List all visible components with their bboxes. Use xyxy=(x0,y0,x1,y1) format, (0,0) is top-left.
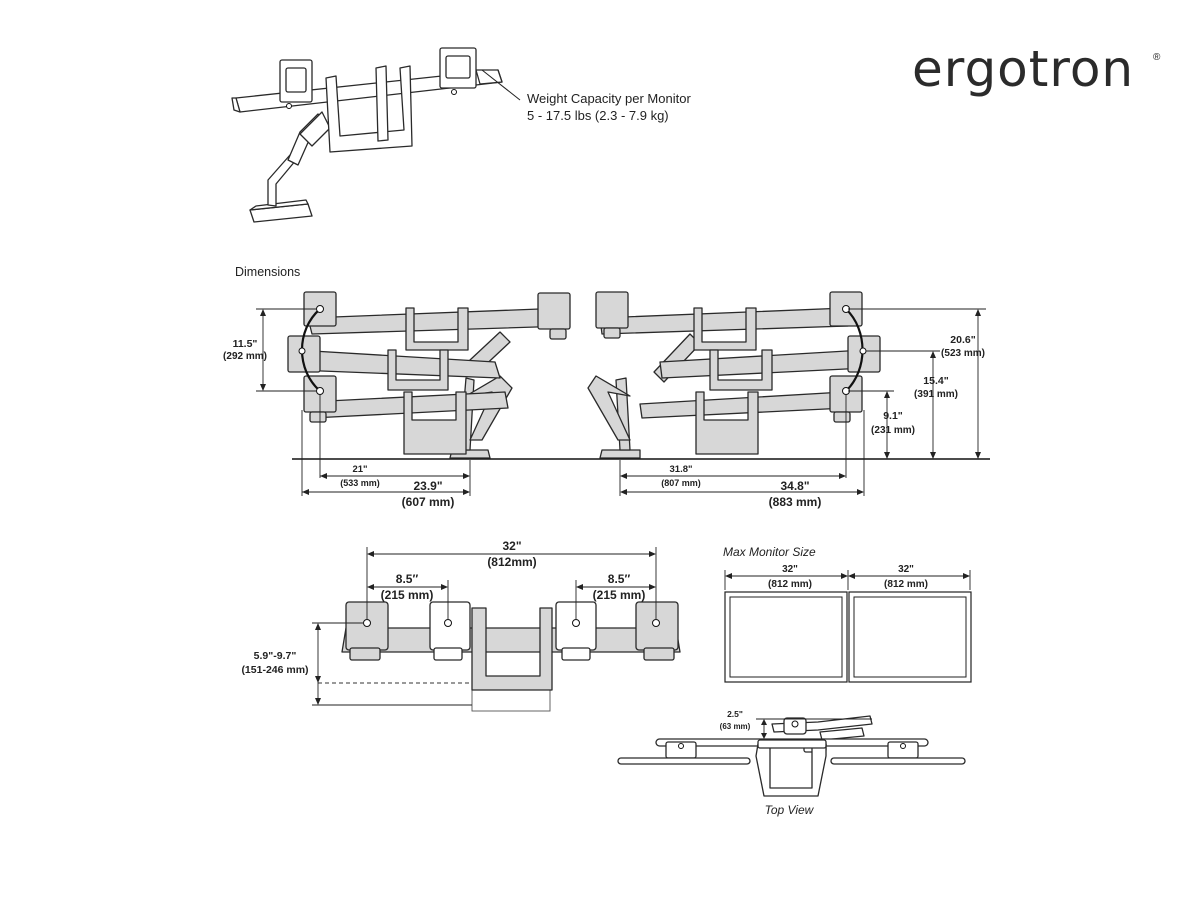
max-monitor-left-in: 32" xyxy=(782,564,798,575)
right-height-min-in: 9.1" xyxy=(883,410,903,422)
weight-capacity-callout: Weight Capacity per Monitor 5 - 17.5 lbs… xyxy=(527,91,691,123)
top-view-offset-dimension: 2.5" (63 mm) xyxy=(720,709,872,739)
top-view xyxy=(617,715,966,797)
front-span-mm: (812mm) xyxy=(487,555,536,569)
right-height-max-mm: (523 mm) xyxy=(941,348,985,359)
left-reach-inner-in: 21" xyxy=(352,464,367,475)
top-view-caption: Top View xyxy=(765,803,815,817)
left-vertical-mm: (292 mm) xyxy=(223,351,267,362)
front-height-adjust-dimension: 5.9"-9.7" (151-246 mm) xyxy=(241,622,364,705)
right-height-min-mm: (231 mm) xyxy=(871,425,915,436)
dimensions-title: Dimensions xyxy=(235,265,300,279)
right-reach-outer-mm: (883 mm) xyxy=(769,495,822,509)
height-adjust-mm: (151-246 mm) xyxy=(241,664,308,676)
left-vertical-dimension: 11.5" (292 mm) xyxy=(223,308,316,392)
right-reach-inner-mm: (807 mm) xyxy=(661,478,701,488)
front-left-shift-in: 8.5″ xyxy=(396,572,419,586)
max-monitor-right-mm: (812 mm) xyxy=(884,579,928,590)
front-left-shift-mm: (215 mm) xyxy=(381,588,434,602)
left-vertical-in: 11.5" xyxy=(233,338,258,350)
height-adjust-in: 5.9"-9.7" xyxy=(254,650,297,662)
capacity-range: 5 - 17.5 lbs (2.3 - 7.9 kg) xyxy=(527,108,669,123)
max-monitor-title: Max Monitor Size xyxy=(723,545,816,559)
max-monitor-left-mm: (812 mm) xyxy=(768,579,812,590)
max-monitor-right-in: 32" xyxy=(898,564,914,575)
right-reach-outer-in: 34.8" xyxy=(780,479,809,493)
right-reach-inner-in: 31.8" xyxy=(670,464,693,475)
ergotron-logo: ergotron ® xyxy=(912,40,1161,98)
registered-mark: ® xyxy=(1153,52,1161,63)
right-height-mid-in: 15.4" xyxy=(923,375,948,387)
front-span-in: 32" xyxy=(502,539,521,553)
top-offset-in: 2.5" xyxy=(727,709,743,719)
side-view-left xyxy=(287,291,571,459)
right-height-dimensions: 20.6" (523 mm) 15.4" (391 mm) 9.1" (231 … xyxy=(848,308,986,459)
front-span-dimension: 32" (812mm) xyxy=(366,539,657,620)
right-height-max-in: 20.6" xyxy=(950,334,975,346)
capacity-title: Weight Capacity per Monitor xyxy=(527,91,691,106)
front-right-shift-mm: (215 mm) xyxy=(593,588,646,602)
front-right-shift-in: 8.5″ xyxy=(608,572,631,586)
left-reach-outer-in: 23.9" xyxy=(413,479,442,493)
top-offset-mm: (63 mm) xyxy=(720,722,751,731)
right-reach-dimensions: 31.8" (807 mm) 34.8" (883 mm) xyxy=(619,395,865,509)
front-view xyxy=(312,601,681,712)
max-monitor-size: Max Monitor Size 32" (812 mm) 32" (812 m… xyxy=(723,545,972,683)
right-height-mid-mm: (391 mm) xyxy=(914,389,958,400)
product-illustration xyxy=(231,47,521,223)
side-view-right xyxy=(587,291,881,459)
left-reach-inner-mm: (533 mm) xyxy=(340,478,380,488)
front-left-shift-dimension: 8.5″ (215 mm) xyxy=(367,572,449,620)
logo-text: ergotron xyxy=(912,40,1134,98)
front-right-shift-dimension: 8.5″ (215 mm) xyxy=(575,572,656,620)
left-reach-dimensions: 21" (533 mm) 23.9" (607 mm) xyxy=(301,395,471,509)
left-reach-outer-mm: (607 mm) xyxy=(402,495,455,509)
